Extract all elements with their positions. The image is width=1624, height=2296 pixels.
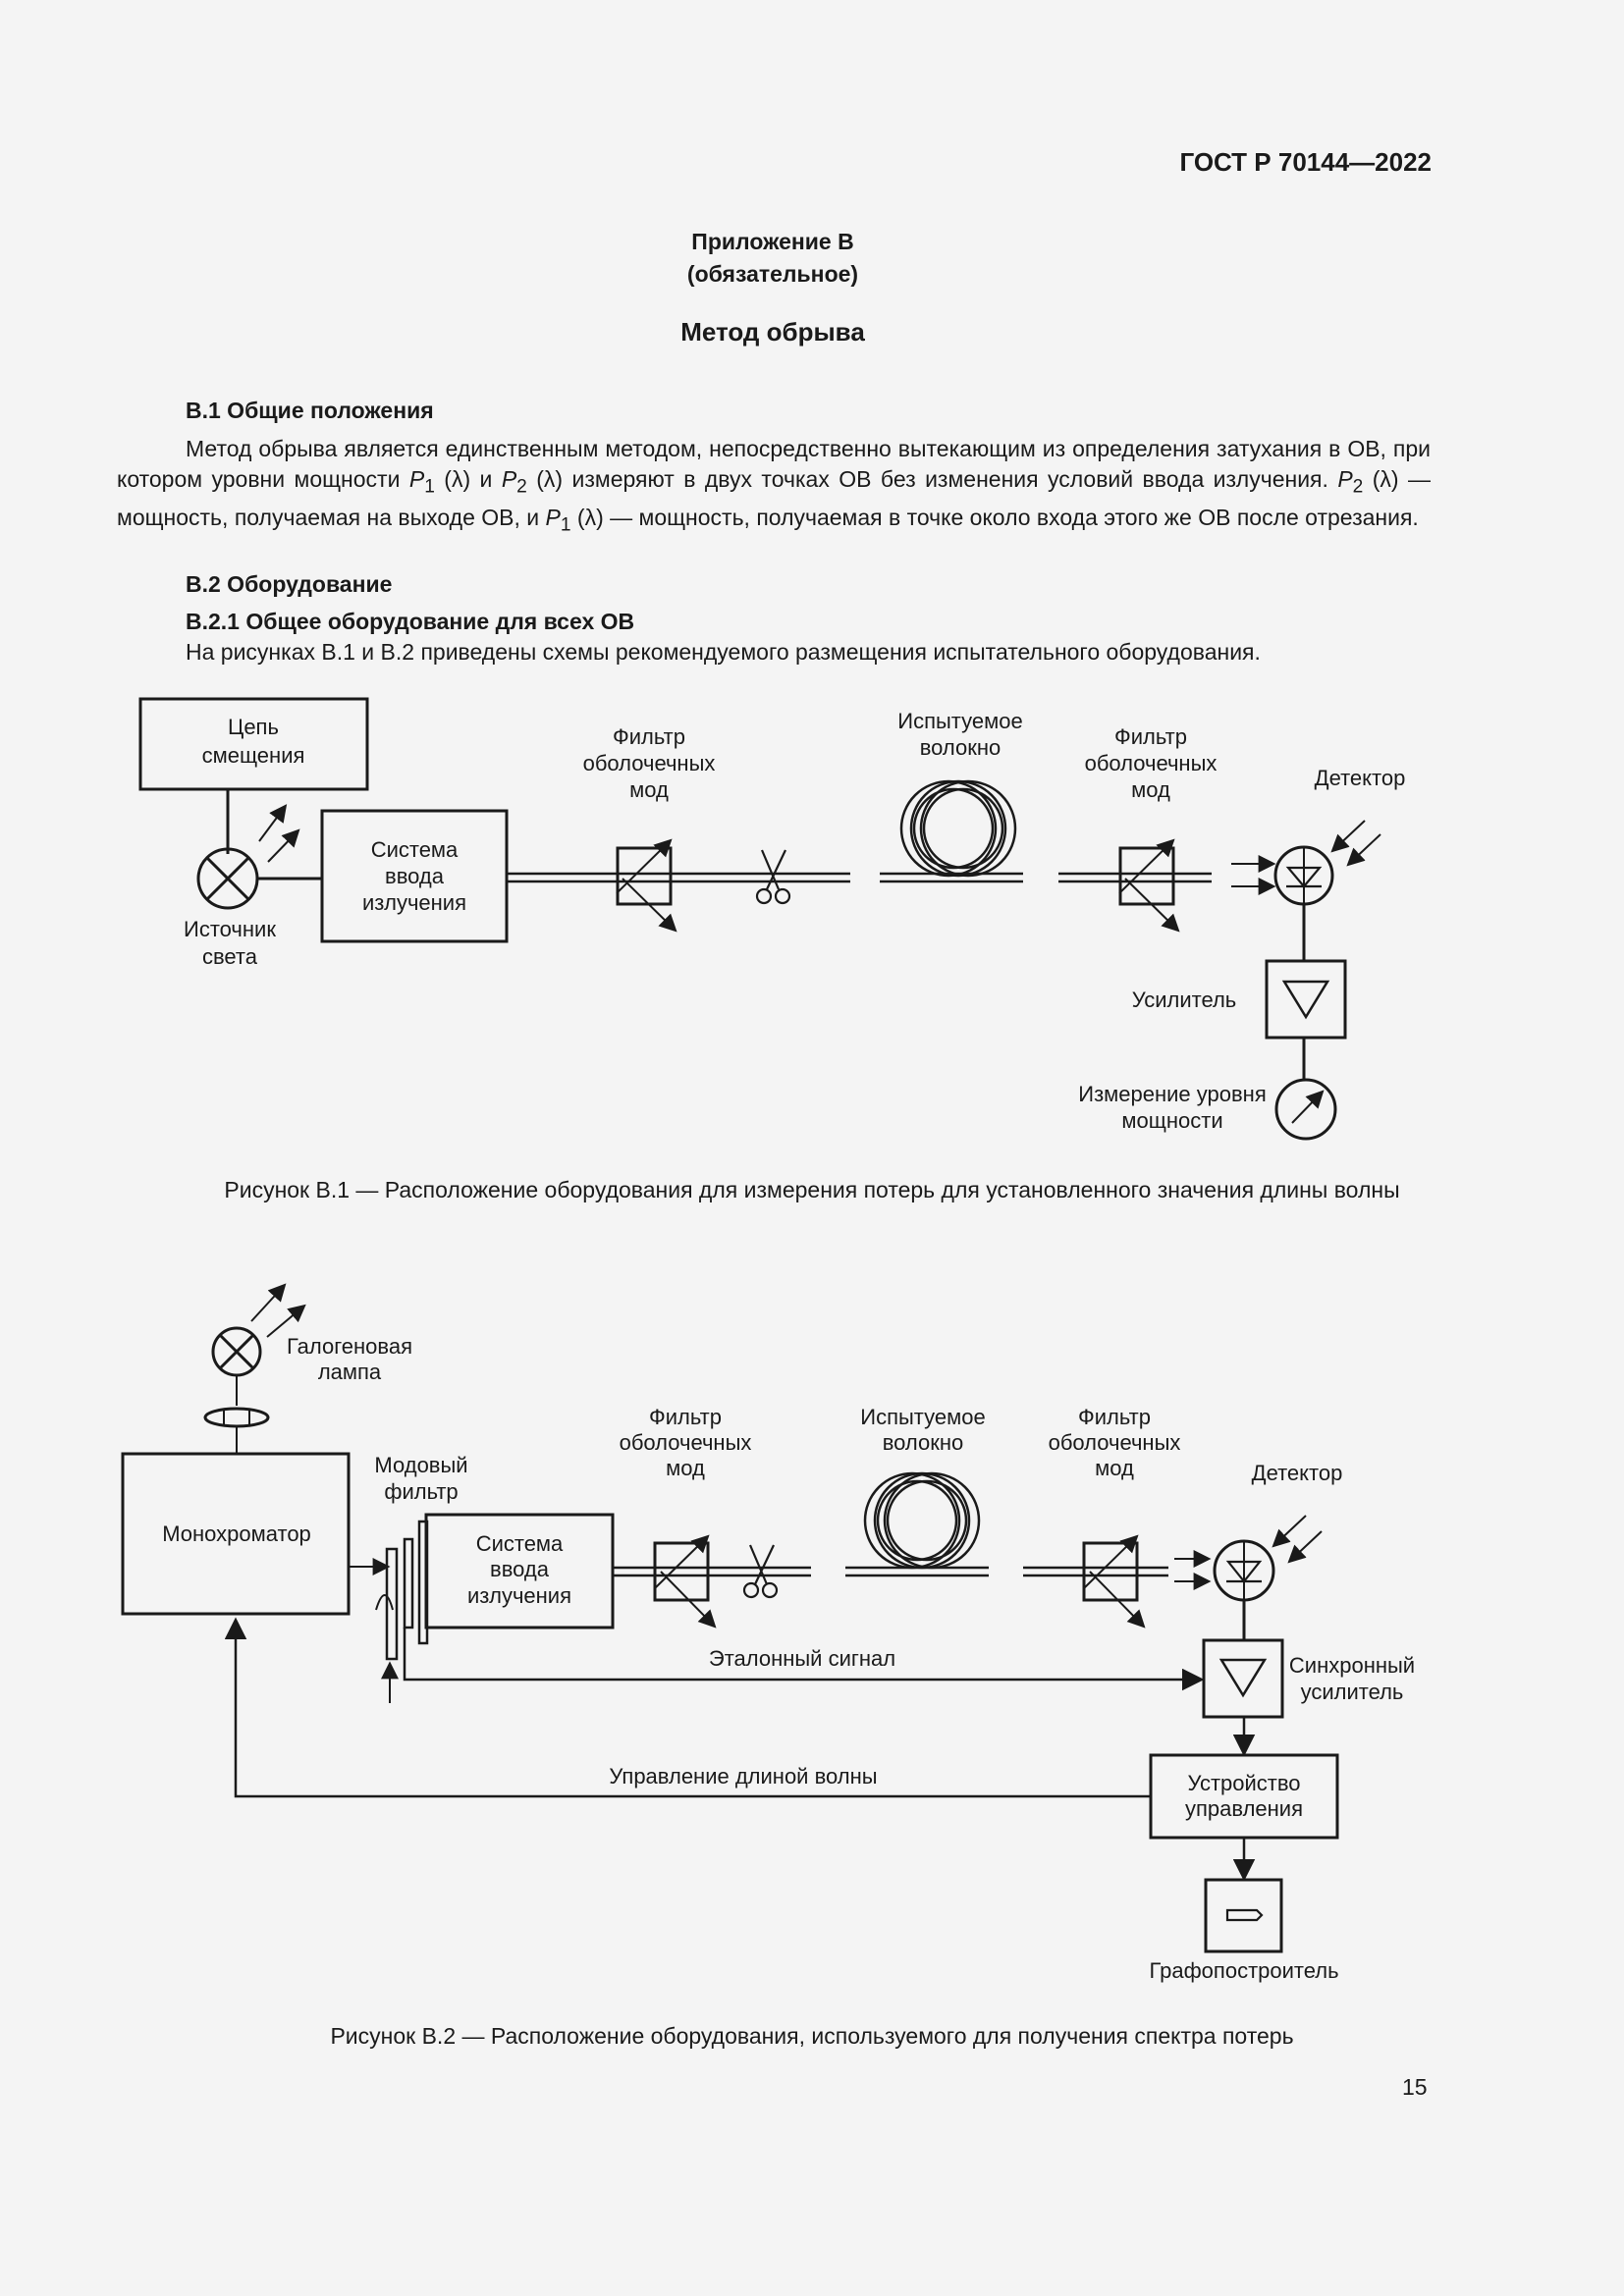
filter-2-label-2: оболочечных — [1085, 751, 1218, 775]
section-b1-heading: В.1 Общие положения — [186, 398, 434, 423]
section-b2-heading: В.2 Оборудование — [186, 571, 393, 597]
controller-label-2: управления — [1185, 1796, 1303, 1821]
bias-circuit-box — [138, 697, 369, 791]
halogen-lamp-label-2: лампа — [318, 1360, 382, 1384]
amplifier-icon — [1281, 980, 1330, 1020]
filter-4-label-2: оболочечных — [1049, 1430, 1181, 1455]
mode-filter-icon — [403, 1537, 414, 1629]
chopper-icon — [385, 1547, 399, 1661]
filter-1-label-1: Фильтр — [613, 724, 685, 749]
power-meter-label-1: Измерение уровня — [1078, 1082, 1267, 1106]
filter-1-label-3: мод — [629, 777, 669, 802]
section-b21-heading: В.2.1 Общее оборудование для всех ОВ — [186, 609, 635, 634]
filter-3-label-1: Фильтр — [649, 1405, 722, 1429]
light-source-label-1: Источник — [184, 917, 276, 941]
test-fiber-label-1: Испытуемое — [897, 709, 1022, 733]
page-number: 15 — [1402, 2074, 1428, 2100]
appendix-name: Метод обрыва — [680, 317, 865, 347]
test-fiber-coil-icon-2 — [863, 1471, 981, 1570]
plotter-box — [1204, 1878, 1283, 1953]
filter-2-label-3: мод — [1131, 777, 1170, 802]
filter-4-label-1: Фильтр — [1078, 1405, 1151, 1429]
launch-system-label-3: излучения — [362, 890, 466, 915]
test-fiber-coil-icon — [899, 779, 1017, 878]
lens-icon — [203, 1407, 270, 1428]
detector-2-label: Детектор — [1252, 1461, 1343, 1485]
wavelength-control-label: Управление длиной волны — [609, 1764, 877, 1789]
launch-system-2-label-1: Система — [476, 1531, 564, 1556]
launch-system-box — [320, 809, 509, 943]
scissors-icon — [755, 849, 791, 905]
detector-icon-2 — [1213, 1539, 1275, 1602]
amplifier-label: Усилитель — [1132, 988, 1237, 1012]
figure-b1-labels: Цепь смещения Система ввода излучения Ис… — [184, 709, 1405, 1133]
reference-signal-label: Эталонный сигнал — [709, 1646, 895, 1671]
launch-system-box-2 — [424, 1513, 615, 1629]
lockin-amplifier-label-2: усилитель — [1301, 1680, 1404, 1704]
halogen-lamp-label-1: Галогеновая — [287, 1334, 412, 1359]
section-b21-text: На рисунках В.1 и В.2 приведены схемы ре… — [186, 639, 1261, 665]
cladding-filter-1-box — [616, 846, 673, 906]
amplifier-box — [1265, 959, 1347, 1040]
monochromator-label: Монохроматор — [162, 1522, 311, 1546]
light-source-label-2: света — [202, 944, 258, 969]
bias-circuit-label-1: Цепь — [228, 715, 279, 739]
figure-b2-caption: Рисунок В.2 — Расположение оборудования,… — [330, 2023, 1294, 2049]
mode-filter-label-1: Модовый — [374, 1453, 467, 1477]
light-source-icon — [196, 847, 259, 910]
power-meter-label-2: мощности — [1121, 1108, 1222, 1133]
filter-4-label-3: мод — [1095, 1456, 1134, 1480]
section-b1-paragraph: Метод обрыва является единственным метод… — [117, 436, 1431, 536]
lockin-amplifier-box — [1202, 1638, 1284, 1719]
controller-label-1: Устройство — [1187, 1771, 1300, 1795]
launch-system-2-label-3: излучения — [467, 1583, 571, 1608]
power-meter-icon — [1274, 1078, 1337, 1141]
filter-1-label-2: оболочечных — [583, 751, 716, 775]
bias-circuit-label-2: смещения — [202, 743, 305, 768]
mode-filter-label-2: фильтр — [384, 1479, 458, 1504]
figure-b2-labels: Галогеновая лампа Монохроматор Модовый ф… — [162, 1334, 1415, 1983]
appendix-heading: Приложение В (обязательное) — [0, 226, 1545, 291]
cladding-filter-2-box — [1118, 846, 1175, 906]
test-fiber-2-label-2: волокно — [883, 1430, 964, 1455]
test-fiber-label-2: волокно — [920, 735, 1001, 760]
figure-b1-diagram: Цепь смещения Система ввода излучения Ис… — [138, 697, 1405, 1141]
launch-system-2-label-2: ввода — [490, 1557, 550, 1581]
cladding-filter-4-box — [1082, 1541, 1139, 1602]
filter-3-label-2: оболочечных — [620, 1430, 752, 1455]
launch-system-label-2: ввода — [385, 864, 445, 888]
detector-label: Детектор — [1315, 766, 1406, 790]
pen-icon — [1225, 1908, 1264, 1922]
appendix-status: (обязательное) — [686, 261, 859, 287]
halogen-lamp-icon — [211, 1326, 262, 1377]
test-fiber-2-label-1: Испытуемое — [860, 1405, 985, 1429]
launch-system-label-1: Система — [371, 837, 459, 862]
figure-b1-caption: Рисунок В.1 — Расположение оборудования … — [224, 1177, 1400, 1202]
figure-b2-diagram: Галогеновая лампа Монохроматор Модовый ф… — [121, 1283, 1415, 1983]
lockin-amplifier-icon — [1218, 1658, 1268, 1698]
monochromator-box — [121, 1452, 351, 1616]
appendix-title: Приложение В — [691, 229, 854, 254]
scissors-icon-2 — [742, 1544, 779, 1599]
document-designation: ГОСТ Р 70144—2022 — [1179, 147, 1432, 177]
filter-3-label-3: мод — [666, 1456, 705, 1480]
filter-2-label-1: Фильтр — [1114, 724, 1187, 749]
lockin-amplifier-label-1: Синхронный — [1289, 1653, 1415, 1678]
detector-icon — [1273, 845, 1334, 906]
cladding-filter-3-box — [653, 1541, 710, 1602]
plotter-label: Графопостроитель — [1149, 1958, 1338, 1983]
